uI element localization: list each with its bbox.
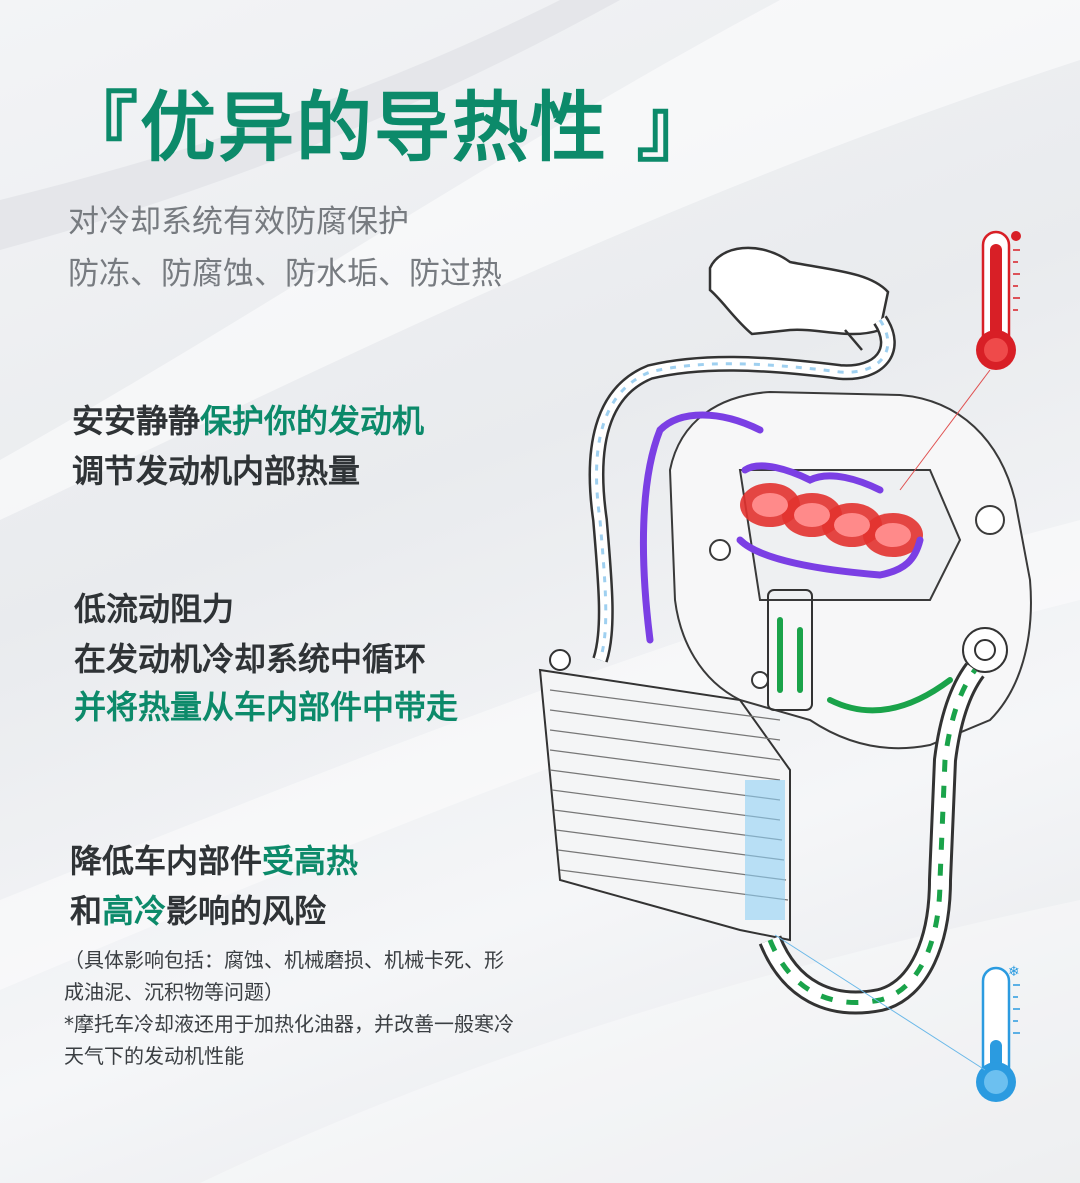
- section2-line3: 并将热量从车内部件中带走: [74, 688, 459, 726]
- section3-text-c: 和: [70, 892, 103, 930]
- section3-text-b: 受高热: [262, 842, 359, 880]
- reservoir-tank: [708, 246, 890, 351]
- note-line2: 成油泥、沉积物等问题）: [64, 980, 284, 1004]
- pump-belt: [767, 589, 813, 711]
- cooling-system-diagram: ❄: [538, 230, 1032, 1102]
- section3-text-d: 高冷: [102, 892, 167, 930]
- page-title: 『优异的导热性 』: [62, 83, 715, 172]
- note-line1: （具体影响包括：腐蚀、机械磨损、机械卡死、形: [64, 948, 504, 972]
- water-pump: [962, 627, 1008, 673]
- section3-text-e: 影响的风险: [166, 892, 327, 930]
- thermometer-cold-icon: ❄: [976, 964, 1020, 1102]
- section2-line1: 低流动阻力: [74, 590, 235, 628]
- sun-icon: [1011, 231, 1021, 241]
- subtitle-line2: 防冻、防腐蚀、防水垢、防过热: [68, 256, 502, 292]
- cold-pointer-line: [774, 934, 986, 1071]
- section1-text-b: 保护你的发动机: [200, 402, 425, 440]
- section1-line2: 调节发动机内部热量: [72, 452, 361, 490]
- radiator: [538, 649, 791, 942]
- section1-text-a: 安安静静: [72, 402, 201, 440]
- note-line3: *摩托车冷却液还用于加热化油器，并改善一般寒冷: [64, 1012, 514, 1036]
- hot-cylinders: [740, 483, 923, 557]
- section2-line2: 在发动机冷却系统中循环: [74, 640, 427, 678]
- note-line4: 天气下的发动机性能: [64, 1044, 244, 1068]
- cold-flow-arrows: [777, 617, 953, 714]
- section3-line1: 降低车内部件受高热: [70, 836, 358, 882]
- subtitle-line1: 对冷却系统有效防腐保护: [68, 204, 409, 240]
- hot-pointer-line: [899, 369, 991, 491]
- section3-line2: 和高冷影响的风险: [70, 886, 326, 932]
- snowflake-icon: ❄: [1008, 964, 1020, 980]
- thermometer-hot-icon: [976, 230, 1021, 370]
- section3-text-a: 降低车内部件: [70, 842, 263, 880]
- section1-line1: 安安静静保护你的发动机: [72, 396, 424, 442]
